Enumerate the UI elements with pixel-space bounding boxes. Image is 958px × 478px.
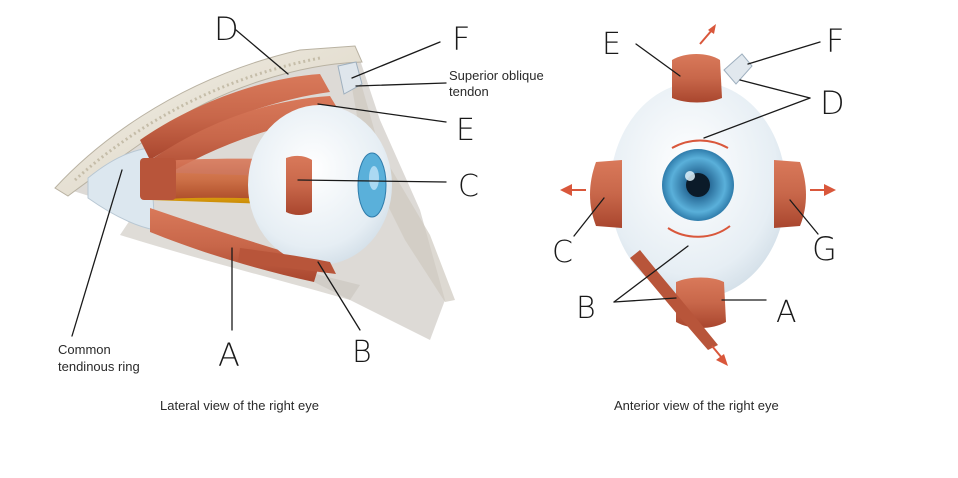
arrow-up-shaft bbox=[699, 29, 713, 45]
leader-lateral-f bbox=[351, 41, 441, 79]
lateral-label-e: E bbox=[456, 113, 475, 148]
arrow-left bbox=[560, 184, 572, 196]
common-ring-label-line2: tendinous ring bbox=[58, 359, 140, 374]
anterior-label-g: G bbox=[812, 230, 837, 268]
leader-lateral-b bbox=[317, 261, 361, 331]
anterior-superior-rectus bbox=[672, 54, 722, 103]
leader-superior-oblique bbox=[355, 82, 447, 87]
rotation-arrow-top bbox=[671, 139, 729, 149]
anterior-lateral-rectus bbox=[590, 160, 622, 228]
arrow-up bbox=[708, 24, 716, 34]
orbit-roof-texture bbox=[73, 56, 321, 182]
superior-oblique-label-line1: Superior oblique bbox=[449, 68, 544, 83]
rotation-arrow-bottom bbox=[667, 225, 731, 238]
anterior-caption: Anterior view of the right eye bbox=[614, 398, 779, 413]
lateral-label-c: C bbox=[458, 169, 479, 204]
anterior-label-c: C bbox=[552, 235, 573, 270]
anterior-label-b: B bbox=[576, 291, 596, 326]
anterior-label-a: A bbox=[776, 295, 797, 330]
lateral-eyeball bbox=[248, 105, 392, 265]
anterior-medial-rectus bbox=[774, 160, 806, 228]
lateral-label-b: B bbox=[352, 335, 372, 370]
anterior-label-e: E bbox=[602, 27, 621, 62]
lateral-rectus-belly bbox=[140, 158, 176, 200]
leader-lateral-e bbox=[317, 103, 447, 123]
leader-anterior-e bbox=[635, 43, 681, 77]
lateral-rectus-insertion bbox=[286, 155, 312, 215]
lateral-label-a: A bbox=[218, 336, 240, 374]
leader-anterior-b2 bbox=[613, 297, 677, 303]
leader-anterior-g bbox=[789, 199, 819, 235]
anterior-pupil-highlight bbox=[685, 171, 695, 181]
anterior-view: E F D C G B A Anterior view of the right… bbox=[552, 22, 845, 413]
common-ring-label-line1: Common bbox=[58, 342, 111, 357]
arrow-down bbox=[716, 354, 728, 366]
lateral-label-f: F bbox=[452, 20, 470, 58]
lateral-view: Superior oblique tendon Common tendinous… bbox=[54, 10, 544, 413]
lateral-label-d: D bbox=[214, 10, 239, 48]
arrow-down-shaft bbox=[711, 345, 723, 359]
leader-anterior-f bbox=[747, 41, 821, 65]
orbit-floor-bone bbox=[348, 62, 455, 302]
superior-oblique-label-line2: tendon bbox=[449, 84, 489, 99]
anterior-label-f: F bbox=[826, 22, 844, 60]
anterior-superior-oblique-tendon bbox=[723, 53, 753, 85]
leader-lateral-c bbox=[297, 179, 447, 183]
leader-anterior-c bbox=[573, 197, 605, 237]
inferior-oblique-muscle bbox=[238, 248, 336, 274]
lateral-caption: Lateral view of the right eye bbox=[160, 398, 319, 413]
leader-anterior-d1 bbox=[739, 79, 811, 99]
anterior-label-d: D bbox=[820, 84, 845, 122]
leader-lateral-d bbox=[235, 29, 289, 75]
arrow-right bbox=[824, 184, 836, 196]
leader-anterior-b1 bbox=[613, 245, 689, 303]
leader-common-ring bbox=[71, 169, 123, 337]
leader-anterior-d2 bbox=[703, 97, 811, 139]
anterior-inferior-oblique bbox=[630, 250, 718, 350]
lateral-cornea-highlight bbox=[369, 166, 379, 190]
